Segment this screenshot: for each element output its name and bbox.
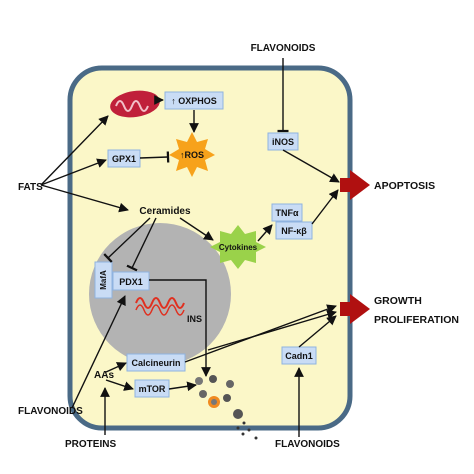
mtor-label: mTOR: [139, 384, 166, 394]
proteins-label: PROTEINS: [65, 439, 116, 450]
granule-icon: [195, 375, 234, 408]
oxphos-label: ↑ OXPHOS: [171, 96, 217, 106]
tnfa-box: [271, 203, 303, 222]
inos-label: iNOS: [272, 137, 294, 147]
ceramides-label: Ceramides: [139, 206, 191, 217]
growth-label: GROWTH: [374, 295, 422, 307]
tnfa-label: TNFα: [275, 208, 298, 218]
proliferation-label: PROLIFERATION: [374, 314, 459, 326]
apoptosis-arrow-icon: [340, 170, 370, 200]
cadn1-label: Cadn1: [285, 351, 313, 361]
gpx1-label: GPX1: [112, 154, 136, 164]
insulin-gene-icon: [135, 297, 185, 309]
flavonoids-left-label: FLAVONOIDS: [18, 406, 83, 417]
calcineurin-box: [126, 353, 186, 372]
ros-label: ↑ROS: [180, 150, 204, 160]
apoptosis-label: APOPTOSIS: [374, 180, 435, 192]
mafa-label: MafA: [99, 270, 108, 290]
cytokines-label: Cytokines: [219, 243, 258, 252]
gpx1-box: [107, 149, 141, 168]
ros-burst-icon: [169, 132, 215, 177]
flavonoids-bottom-label: FLAVONOIDS: [275, 439, 340, 450]
mitochondrion-icon: [110, 90, 160, 118]
nucleus: [89, 223, 231, 365]
ins-label: INS: [187, 314, 202, 324]
nfkb-box: [275, 221, 313, 240]
exocytosis-icon: [233, 409, 258, 440]
oxphos-box: [164, 91, 224, 110]
fats-label: FATS: [18, 182, 43, 193]
aas-label: AAs: [94, 370, 114, 381]
flavonoids-top-label: FLAVONOIDS: [251, 43, 316, 54]
pdx1-label: PDX1: [119, 277, 143, 287]
growth-arrow-icon: [340, 294, 370, 324]
cytokines-burst-icon: [210, 225, 266, 269]
pathway-connectors: [40, 58, 340, 437]
calcineurin-label: Calcineurin: [131, 358, 180, 368]
pdx1-box: [112, 271, 150, 291]
nfkb-label: NF-κβ: [281, 226, 307, 236]
